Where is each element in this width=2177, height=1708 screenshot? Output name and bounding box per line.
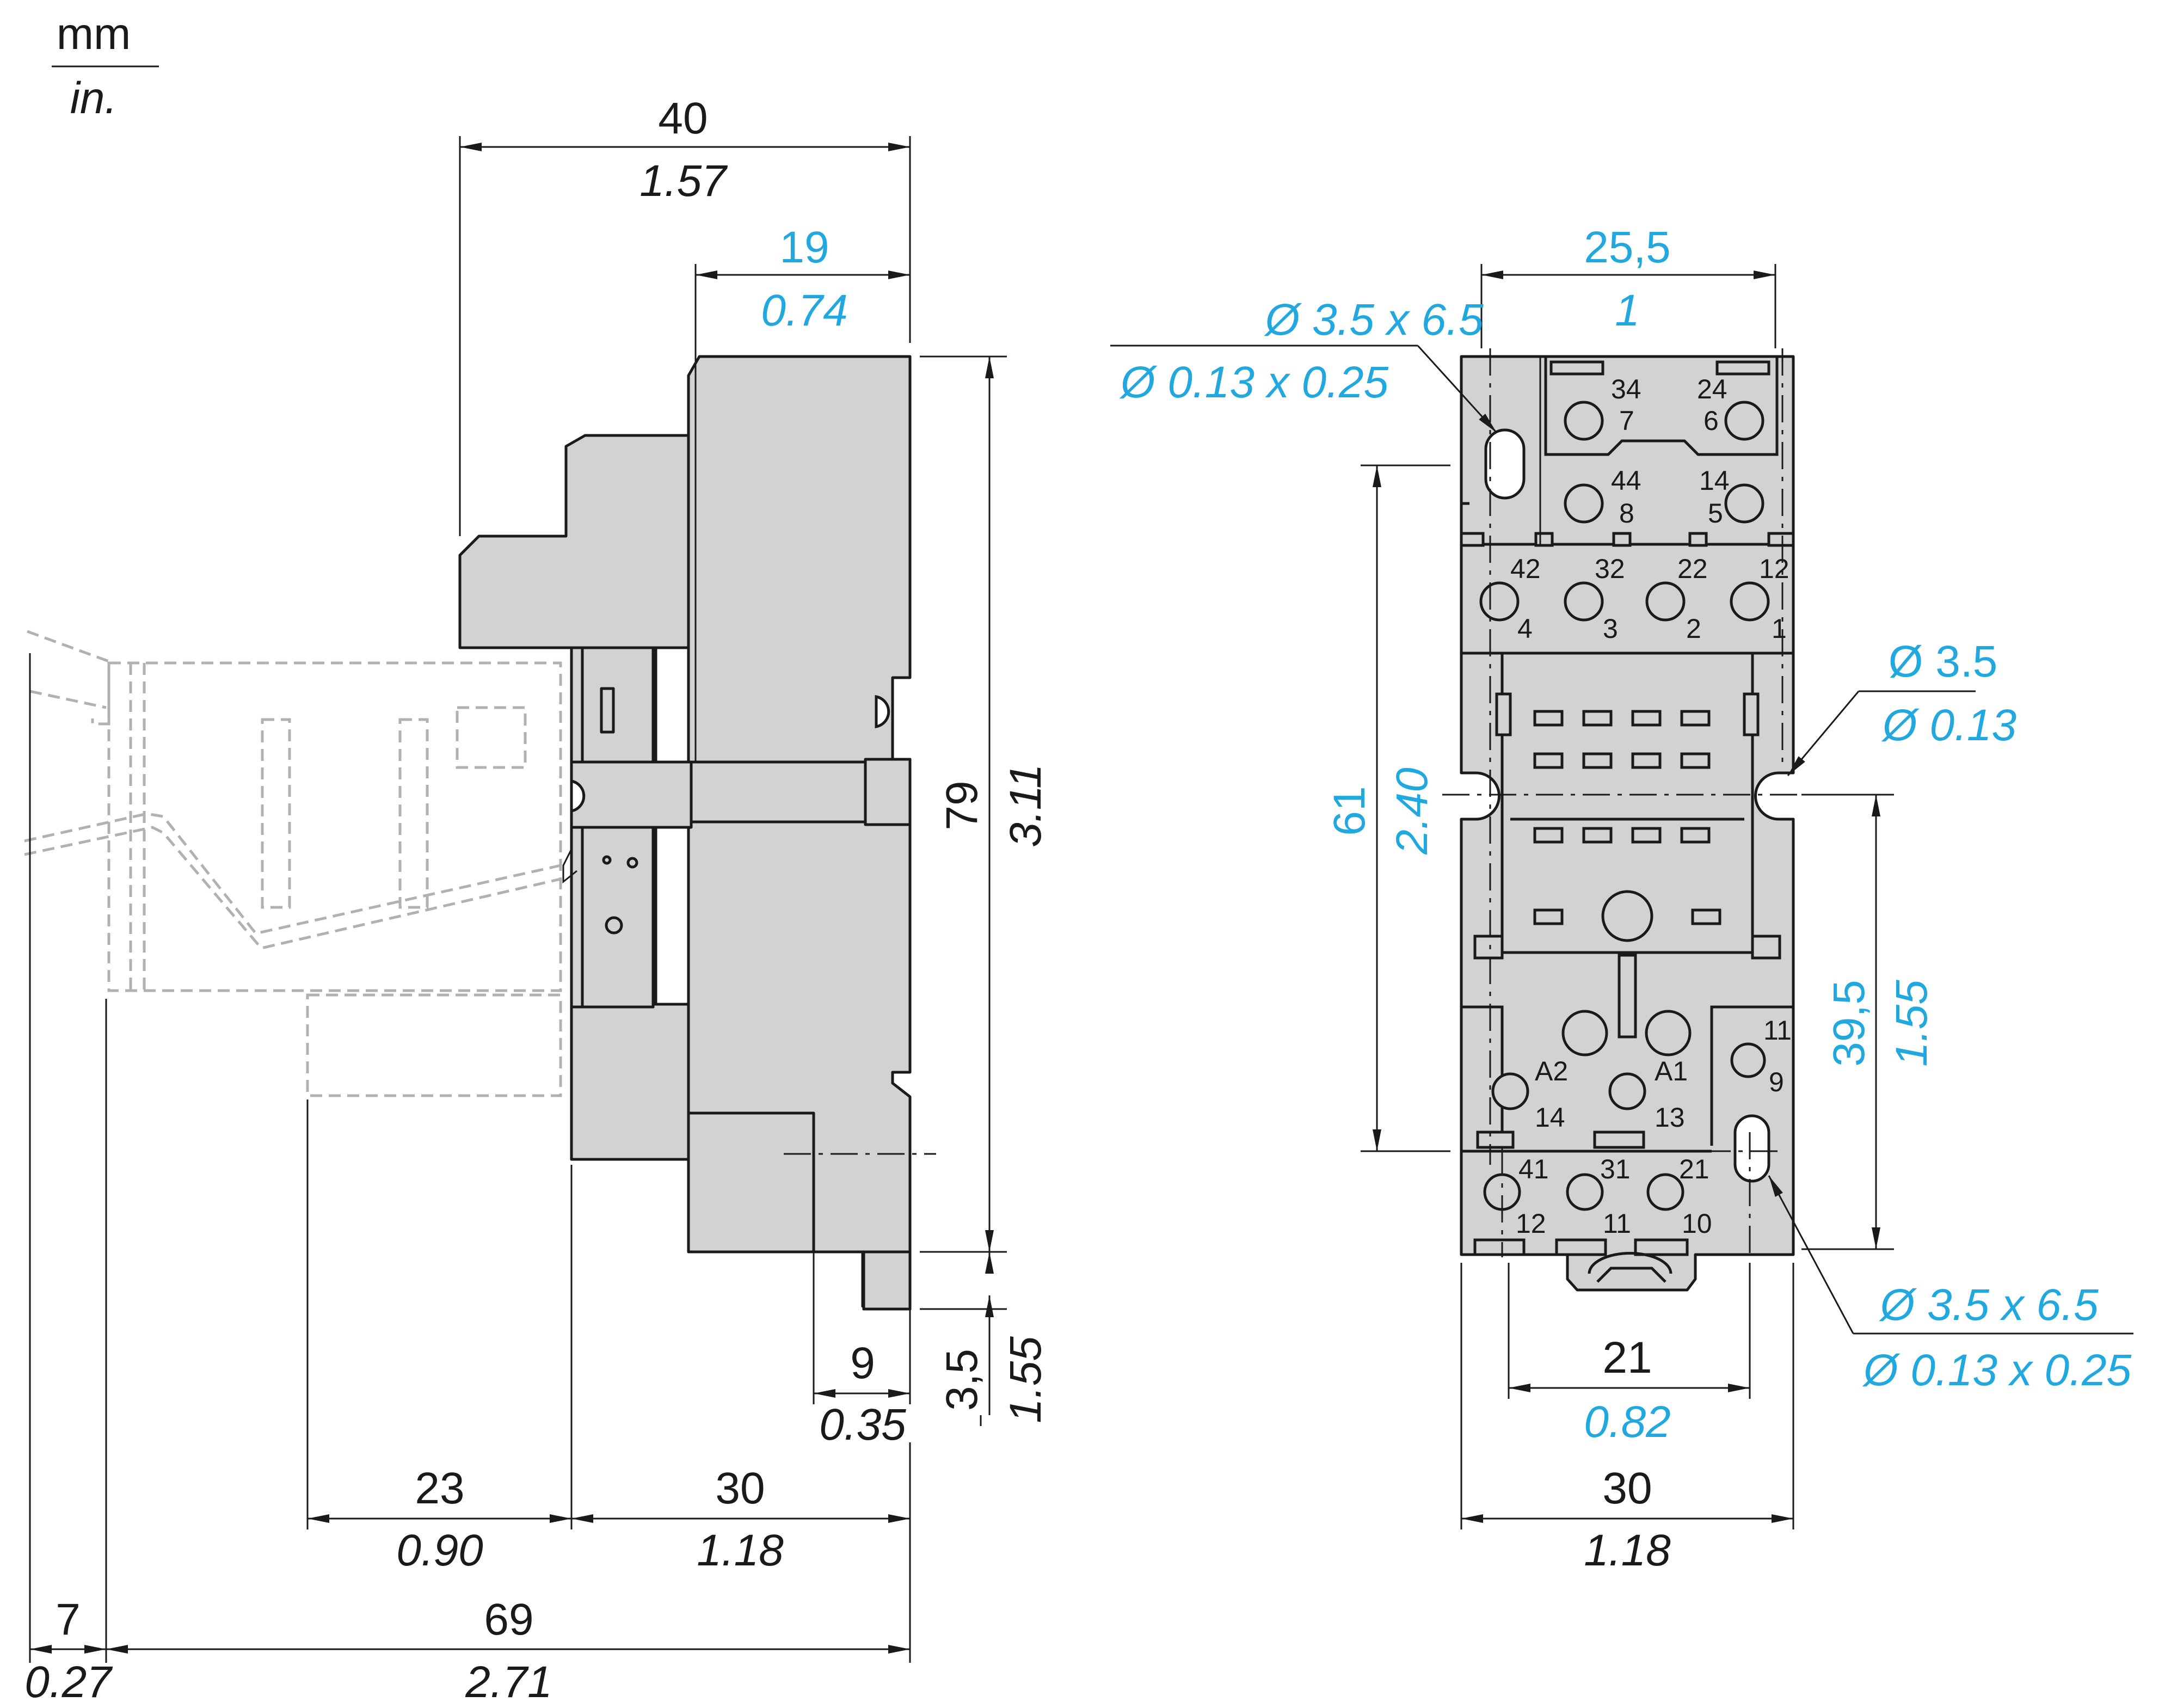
side-view bbox=[24, 355, 936, 1311]
terminal-7: 7 bbox=[1619, 406, 1634, 436]
unit-mm: mm bbox=[57, 9, 131, 59]
dim-foot-width-mm: 21 bbox=[1602, 1333, 1652, 1383]
terminal-11-bottom: 11 bbox=[1603, 1208, 1631, 1239]
terminal-22: 22 bbox=[1677, 554, 1708, 584]
terminal-31: 31 bbox=[1600, 1154, 1631, 1184]
terminal-5: 5 bbox=[1708, 498, 1723, 529]
terminal-3: 3 bbox=[1603, 613, 1618, 644]
terminal-4: 4 bbox=[1517, 613, 1533, 644]
terminal-32: 32 bbox=[1595, 554, 1625, 584]
terminal-14-coil: 14 bbox=[1535, 1102, 1565, 1133]
unit-legend: mm in. bbox=[52, 9, 159, 123]
dim-depth-b-in: 1.18 bbox=[697, 1526, 784, 1575]
dim-width-rear-in: 0.74 bbox=[761, 286, 848, 335]
terminal-10: 10 bbox=[1682, 1208, 1712, 1239]
terminal-2: 2 bbox=[1686, 613, 1701, 644]
dim-depth-b-mm: 30 bbox=[715, 1464, 765, 1513]
dim-foot-in: 1.55 bbox=[1001, 1336, 1050, 1423]
terminal-6: 6 bbox=[1704, 406, 1719, 436]
dim-base-width-mm: 30 bbox=[1602, 1464, 1652, 1513]
dim-height-in: 3.11 bbox=[1001, 764, 1050, 847]
terminal-8: 8 bbox=[1619, 498, 1634, 529]
dim-slot-top-in: Ø 0.13 x 0.25 bbox=[1119, 358, 1389, 407]
terminal-24: 24 bbox=[1697, 374, 1727, 404]
terminal-14: 14 bbox=[1699, 465, 1730, 496]
dim-width-top-in: 1.57 bbox=[639, 156, 728, 206]
dim-pitch-right-mm: 39,5 bbox=[1824, 980, 1874, 1067]
dim-pitch-left-in: 2.40 bbox=[1387, 767, 1437, 855]
dim-foot-width-in: 0.82 bbox=[1584, 1397, 1671, 1447]
terminal-9: 9 bbox=[1769, 1067, 1784, 1097]
terminal-labels: 34 7 24 6 44 8 14 5 42 4 32 3 22 2 12 1 … bbox=[1510, 374, 1792, 1239]
dim-pitch-left-mm: 61 bbox=[1325, 786, 1374, 835]
terminal-13: 13 bbox=[1655, 1102, 1685, 1133]
dim-top-width-mm: 25,5 bbox=[1584, 223, 1671, 272]
dim-depth-a-mm: 23 bbox=[415, 1464, 464, 1513]
terminal-A2: A2 bbox=[1535, 1056, 1568, 1086]
dim-width-top-mm: 40 bbox=[658, 94, 708, 143]
terminal-1: 1 bbox=[1772, 613, 1787, 644]
terminal-34: 34 bbox=[1611, 374, 1641, 404]
terminal-A1: A1 bbox=[1655, 1056, 1688, 1086]
terminal-44: 44 bbox=[1611, 465, 1641, 496]
dim-height-mm: 79 bbox=[937, 781, 987, 830]
dim-clip-offset-mm: 7 bbox=[56, 1595, 81, 1644]
dim-width-rear-mm: 19 bbox=[779, 223, 829, 272]
dim-top-width-in: 1 bbox=[1615, 286, 1640, 335]
front-view bbox=[1442, 348, 1818, 1292]
dim-slot-top-mm: Ø 3.5 x 6.5 bbox=[1263, 295, 1484, 345]
ghost-relay bbox=[24, 630, 562, 1097]
side-view-dimensions: 40 1.57 19 0.74 79 3.11 3,5 1.55 9 0.35 … bbox=[24, 94, 1050, 1707]
dim-slot-bottom-mm: Ø 3.5 x 6.5 bbox=[1878, 1280, 2099, 1330]
dim-clip-offset-in: 0.27 bbox=[24, 1657, 113, 1707]
dim-depth-a-in: 0.90 bbox=[396, 1526, 483, 1575]
dim-total-depth-in: 2.71 bbox=[465, 1657, 552, 1707]
dim-pitch-right-in: 1.55 bbox=[1887, 980, 1936, 1067]
dim-foot-mm: 3,5 bbox=[937, 1349, 987, 1411]
dim-notch-mm: Ø 3.5 bbox=[1889, 637, 1998, 686]
terminal-12: 12 bbox=[1759, 554, 1789, 584]
dim-total-depth-mm: 69 bbox=[484, 1595, 533, 1644]
dim-base-width-in: 1.18 bbox=[1584, 1526, 1671, 1575]
terminal-11: 11 bbox=[1763, 1015, 1792, 1046]
side-body-rear bbox=[458, 355, 912, 1308]
terminal-42: 42 bbox=[1510, 554, 1541, 584]
terminal-21: 21 bbox=[1679, 1154, 1709, 1184]
dim-slot-bottom-in: Ø 0.13 x 0.25 bbox=[1862, 1345, 2132, 1395]
terminal-41: 41 bbox=[1518, 1154, 1549, 1184]
dim-clip-mm: 9 bbox=[850, 1338, 875, 1388]
dim-clip-in: 0.35 bbox=[819, 1400, 906, 1449]
dim-notch-in: Ø 0.13 bbox=[1881, 701, 2016, 750]
terminal-12-bottom: 12 bbox=[1516, 1208, 1546, 1239]
front-view-dimensions: 25,5 1 Ø 3.5 x 6.5 Ø 0.13 x 0.25 Ø 3.5 Ø… bbox=[1110, 223, 2133, 1575]
unit-in: in. bbox=[70, 73, 118, 123]
